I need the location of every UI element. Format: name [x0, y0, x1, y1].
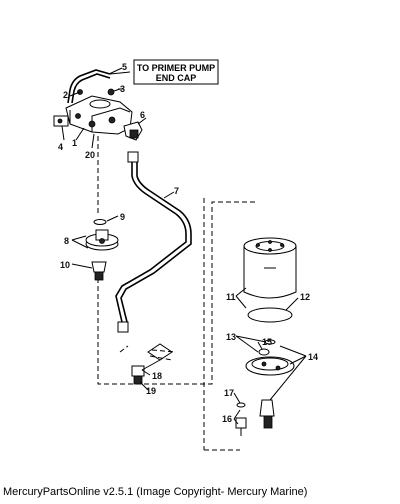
filter-head-assembly	[53, 88, 133, 135]
label-5: 5	[122, 62, 127, 72]
label-11: 11	[226, 292, 236, 302]
primer-pump-callout: TO PRIMER PUMP END CAP	[133, 59, 219, 85]
label-8: 8	[64, 236, 69, 246]
label-9: 9	[120, 212, 125, 222]
label-16: 16	[222, 414, 232, 424]
label-13: 13	[226, 332, 236, 342]
fitting-19-assembly	[131, 343, 177, 385]
label-3: 3	[120, 84, 125, 94]
o-ring-12	[247, 307, 293, 323]
filter-element	[243, 237, 297, 299]
part-number-labels: 5 3 2 6 4 1 20 7 9 8 10 11 12 13 15 14 1…	[58, 62, 318, 424]
callout-line-1: TO PRIMER PUMP	[137, 63, 215, 73]
assembly-guide-lines	[97, 136, 258, 451]
label-7: 7	[174, 186, 179, 196]
label-4: 4	[58, 142, 63, 152]
label-19: 19	[146, 386, 156, 396]
label-10: 10	[60, 260, 70, 270]
footer-copyright: MercuryPartsOnline v2.5.1 (Image Copyrig…	[3, 486, 308, 498]
label-20: 20	[85, 150, 95, 160]
label-12: 12	[300, 292, 310, 302]
label-6: 6	[140, 110, 145, 120]
label-14: 14	[308, 352, 318, 362]
fitting-10	[91, 261, 107, 281]
filter-bowl	[245, 339, 295, 376]
label-18: 18	[152, 371, 162, 381]
elbow-fitting	[123, 121, 143, 141]
drain-assembly	[235, 399, 275, 436]
label-1: 1	[72, 138, 77, 148]
leader-lines	[61, 67, 307, 425]
fuel-line-7	[115, 151, 192, 333]
primer-fuel-line	[67, 69, 131, 104]
label-2: 2	[63, 90, 68, 100]
label-15: 15	[262, 337, 272, 347]
callout-line-2: END CAP	[156, 73, 197, 83]
filter-adapter	[85, 219, 119, 251]
label-17: 17	[224, 388, 234, 398]
